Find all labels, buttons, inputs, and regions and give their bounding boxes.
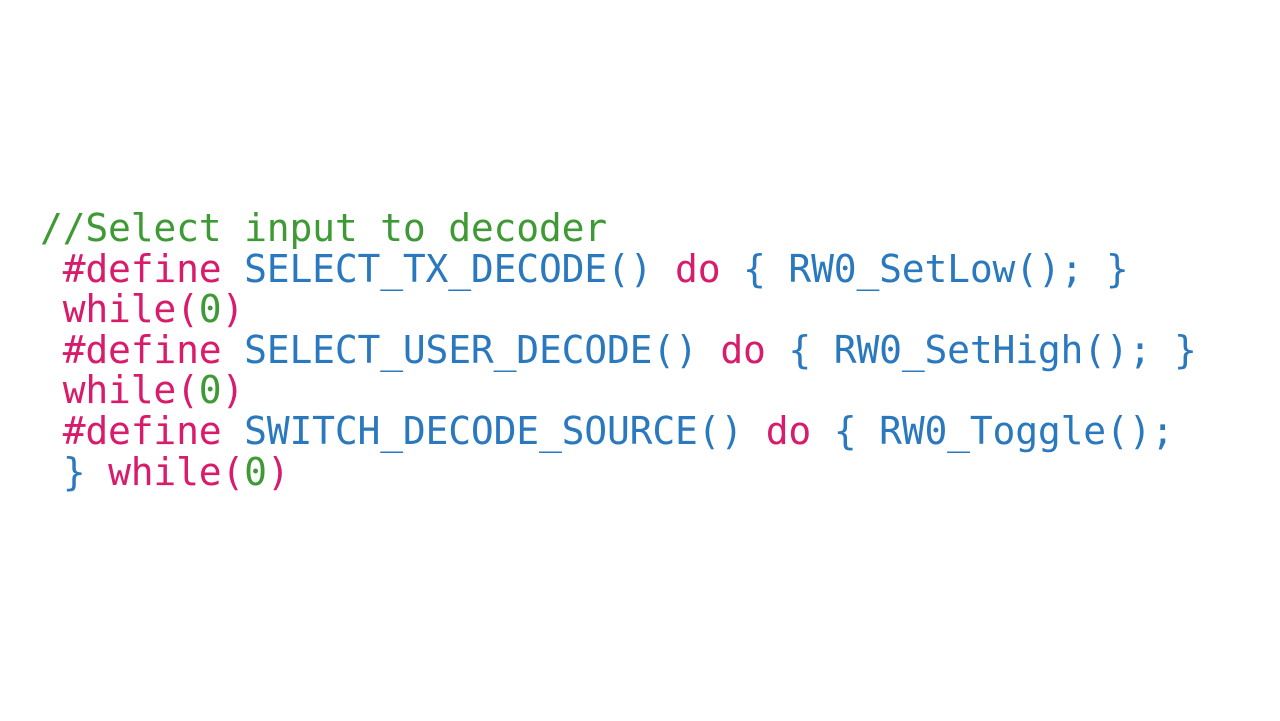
code-comment: //Select input to decoder bbox=[40, 206, 607, 250]
code-space bbox=[40, 247, 63, 291]
code-line: while(0) bbox=[40, 289, 1197, 330]
code-keyword: do bbox=[675, 246, 721, 291]
code-identifier: SELECT_USER_DECODE() bbox=[244, 327, 698, 372]
code-identifier: RW0_Toggle(); bbox=[879, 408, 1174, 453]
code-space bbox=[40, 287, 63, 331]
code-identifier: RW0_SetLow(); bbox=[788, 246, 1084, 291]
code-space bbox=[40, 368, 63, 412]
code-space bbox=[743, 409, 766, 453]
preprocessor-directive: #define bbox=[62, 246, 222, 291]
code-identifier: RW0_SetHigh(); bbox=[833, 327, 1152, 372]
code-keyword: ) bbox=[221, 368, 245, 413]
code-punctuation: } bbox=[1083, 246, 1129, 291]
code-line: //Select input to decoder bbox=[40, 208, 1197, 249]
code-punctuation: } bbox=[1151, 327, 1197, 372]
code-block: //Select input to decoder #define SELECT… bbox=[40, 208, 1197, 492]
code-identifier: SWITCH_DECODE_SOURCE() bbox=[244, 408, 744, 453]
code-punctuation: { bbox=[765, 327, 834, 372]
code-space bbox=[652, 247, 675, 291]
preprocessor-directive: #define bbox=[62, 327, 222, 372]
code-space bbox=[221, 247, 244, 291]
code-space bbox=[40, 328, 63, 372]
code-line: #define SELECT_USER_DECODE() do { RW0_Se… bbox=[40, 327, 1197, 372]
code-keyword: while bbox=[62, 368, 177, 413]
code-keyword: do bbox=[720, 327, 766, 372]
code-space bbox=[698, 328, 721, 372]
code-keyword: ( bbox=[176, 368, 199, 413]
code-space bbox=[40, 450, 63, 494]
code-keyword: ( bbox=[176, 287, 199, 332]
code-line: } while(0) bbox=[40, 449, 1197, 494]
code-punctuation: { bbox=[720, 246, 789, 291]
code-space bbox=[40, 409, 63, 453]
code-space bbox=[221, 328, 244, 372]
code-identifier: SELECT_TX_DECODE() bbox=[244, 246, 653, 291]
code-space bbox=[85, 450, 108, 494]
code-keyword: while bbox=[108, 449, 222, 494]
code-punctuation: { bbox=[811, 408, 880, 453]
code-space bbox=[221, 409, 244, 453]
code-line: while(0) bbox=[40, 370, 1197, 411]
code-number: 0 bbox=[244, 449, 267, 494]
code-keyword: ) bbox=[266, 449, 290, 494]
code-keyword: ( bbox=[221, 449, 245, 494]
code-keyword: while bbox=[62, 287, 177, 332]
code-keyword: do bbox=[765, 408, 812, 453]
code-punctuation: } bbox=[62, 449, 86, 494]
preprocessor-directive: #define bbox=[62, 408, 222, 453]
code-keyword: ) bbox=[221, 287, 245, 332]
code-number: 0 bbox=[198, 368, 222, 413]
code-line: #define SELECT_TX_DECODE() do { RW0_SetL… bbox=[40, 246, 1197, 291]
code-line: #define SWITCH_DECODE_SOURCE() do { RW0_… bbox=[40, 411, 1197, 452]
code-number: 0 bbox=[198, 287, 222, 332]
